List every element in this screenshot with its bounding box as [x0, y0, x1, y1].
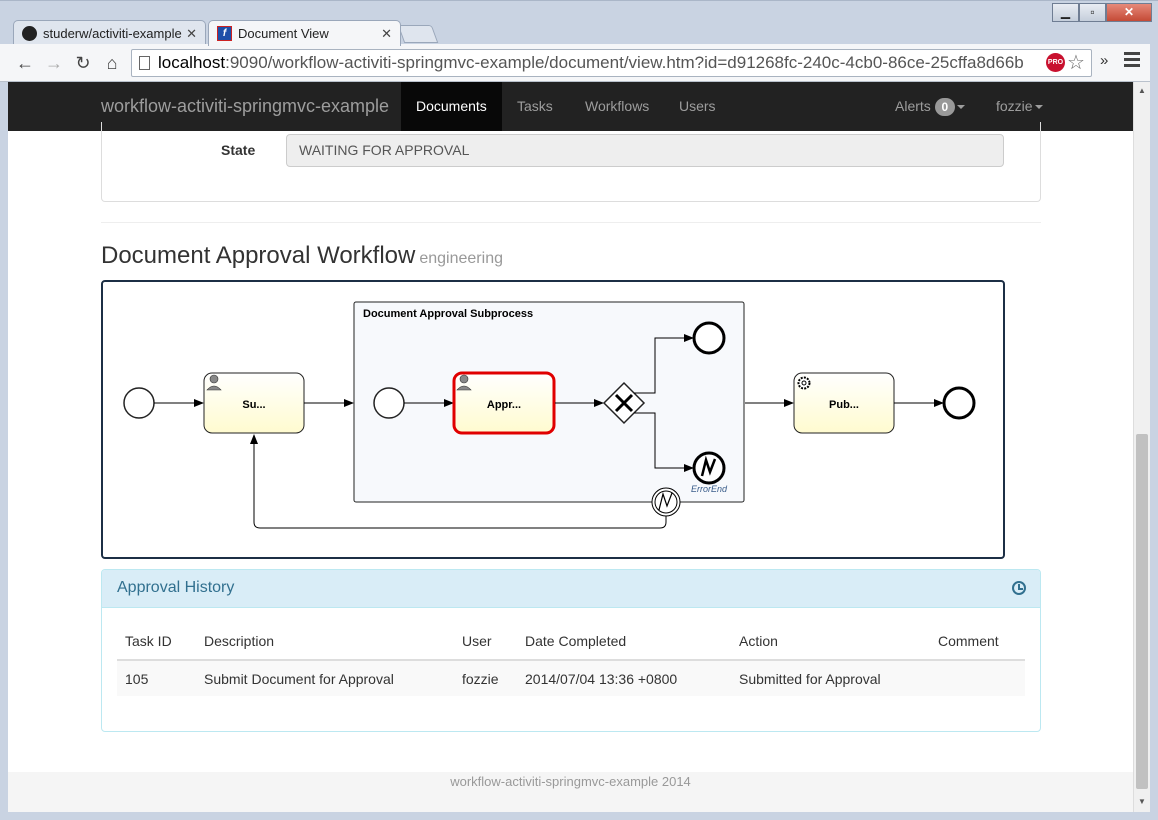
alerts-label: Alerts: [895, 98, 931, 114]
error-icon: [700, 455, 717, 477]
pro-extension-icon[interactable]: PRO: [1046, 53, 1065, 72]
gateway-x-icon: [614, 393, 634, 413]
state-label: State: [221, 142, 256, 158]
tab-title: Document View: [238, 26, 329, 41]
workflow-diagram: Document Approval Subprocess Su... Appr.…: [101, 280, 1005, 559]
tab-close-icon[interactable]: ✕: [186, 25, 197, 41]
github-icon: [22, 26, 37, 41]
service-task-gear-icon: [797, 376, 811, 390]
nav-tasks[interactable]: Tasks: [517, 98, 553, 114]
window-frame-right: [1150, 44, 1158, 820]
nav-workflows[interactable]: Workflows: [585, 98, 650, 114]
cell-user: fozzie: [454, 660, 517, 696]
tab-github[interactable]: studerw/activiti-example ✕: [13, 20, 206, 46]
column-header: Action: [731, 622, 930, 661]
browser-menu-icon[interactable]: [1124, 52, 1140, 68]
cell-comment: [930, 660, 1025, 696]
approve-task-label: Appr...: [487, 399, 521, 411]
column-header: Date Completed: [517, 622, 731, 661]
state-field: WAITING FOR APPROVAL: [286, 134, 1004, 167]
bpmn-diagram-svg: Document Approval Subprocess Su... Appr.…: [123, 301, 976, 529]
caret-down-icon: [1034, 105, 1043, 110]
window-titlebar: studerw/activiti-example ✕ f Document Vi…: [0, 0, 1158, 46]
nav-documents[interactable]: Documents: [401, 82, 502, 131]
extensions-overflow-icon[interactable]: »: [1100, 52, 1109, 69]
url-host: localhost: [158, 53, 226, 72]
subprocess-label: Document Approval Subprocess: [363, 308, 533, 320]
page-viewport: workflow-activiti-springmvc-example Docu…: [8, 82, 1133, 812]
publish-task-label: Pub...: [829, 399, 859, 411]
subprocess-start-event: [373, 387, 405, 419]
bookmark-star-icon[interactable]: ☆: [1067, 52, 1085, 74]
start-event: [123, 387, 155, 419]
user-task-icon: [456, 374, 472, 391]
window-frame-left: [0, 82, 8, 812]
cell-task-id: 105: [117, 660, 196, 696]
divider: [101, 222, 1041, 223]
sequence-flow: [634, 334, 694, 394]
home-icon[interactable]: ⌂: [106, 53, 118, 73]
document-panel: [101, 122, 1041, 202]
tab-document-view[interactable]: f Document View ✕: [208, 20, 401, 46]
scroll-down-icon[interactable]: ▼: [1138, 797, 1146, 806]
app-navbar: workflow-activiti-springmvc-example Docu…: [8, 82, 1133, 131]
close-window-button[interactable]: ✕: [1106, 3, 1152, 22]
maximize-button[interactable]: ▫: [1079, 3, 1106, 22]
history-table: Task ID Description User Date Completed …: [117, 622, 1025, 696]
user-task-icon: [206, 374, 222, 391]
table-header-row: Task ID Description User Date Completed …: [117, 622, 1025, 661]
nav-user-menu[interactable]: fozzie: [981, 82, 1058, 131]
tab-title: studerw/activiti-example: [43, 26, 182, 41]
url-path: :9090/workflow-activiti-springmvc-exampl…: [225, 53, 1024, 72]
column-header: Task ID: [117, 622, 196, 661]
subprocess-end-event: [692, 321, 726, 355]
approval-history-panel: Approval History Task ID Description Use…: [101, 569, 1041, 732]
scroll-thumb[interactable]: [1136, 434, 1148, 789]
nav-users[interactable]: Users: [679, 98, 716, 114]
address-bar[interactable]: localhost:9090/workflow-activiti-springm…: [131, 49, 1092, 77]
workflow-name: Document Approval Workflow: [101, 242, 416, 269]
tab-close-icon[interactable]: ✕: [381, 25, 392, 41]
navbar-brand[interactable]: workflow-activiti-springmvc-example: [101, 96, 390, 116]
end-event: [942, 386, 976, 420]
column-header: User: [454, 622, 517, 661]
error-flow: [250, 434, 667, 529]
page-scrollbar[interactable]: ▲ ▼: [1133, 82, 1150, 812]
error-end-label: ErrorEnd: [691, 484, 728, 494]
cell-action: Submitted for Approval: [731, 660, 930, 696]
window-frame-bottom: [0, 812, 1158, 820]
approval-history-header[interactable]: Approval History: [102, 570, 1040, 608]
sequence-flow: [634, 412, 694, 472]
column-header: Description: [196, 622, 454, 661]
cell-date: 2014/07/04 13:36 +0800: [517, 660, 731, 696]
approve-task[interactable]: [452, 371, 556, 435]
app-favicon-icon: f: [217, 26, 232, 41]
forward-arrow-icon[interactable]: →: [45, 53, 63, 73]
caret-down-icon: [956, 105, 965, 110]
workflow-group: engineering: [419, 250, 503, 267]
cell-description: Submit Document for Approval: [196, 660, 454, 696]
page-icon: [139, 56, 150, 70]
page-footer: workflow-activiti-springmvc-example 2014: [8, 772, 1133, 812]
minimize-button[interactable]: ▁: [1052, 3, 1079, 22]
error-icon: [658, 491, 673, 511]
reload-icon[interactable]: ↻: [75, 53, 91, 73]
submit-task-label: Su...: [242, 399, 265, 411]
new-tab-button[interactable]: [397, 25, 439, 43]
browser-toolbar: ← → ↻ ⌂ localhost:9090/workflow-activiti…: [0, 44, 1158, 82]
table-row: 105 Submit Document for Approval fozzie …: [117, 660, 1025, 696]
column-header: Comment: [930, 622, 1025, 661]
approval-history-title: Approval History: [117, 579, 235, 596]
alerts-badge: 0: [934, 98, 955, 116]
scroll-up-icon[interactable]: ▲: [1138, 86, 1146, 95]
back-arrow-icon[interactable]: ←: [16, 53, 34, 73]
clock-icon: [1012, 581, 1026, 595]
user-name: fozzie: [996, 98, 1033, 114]
